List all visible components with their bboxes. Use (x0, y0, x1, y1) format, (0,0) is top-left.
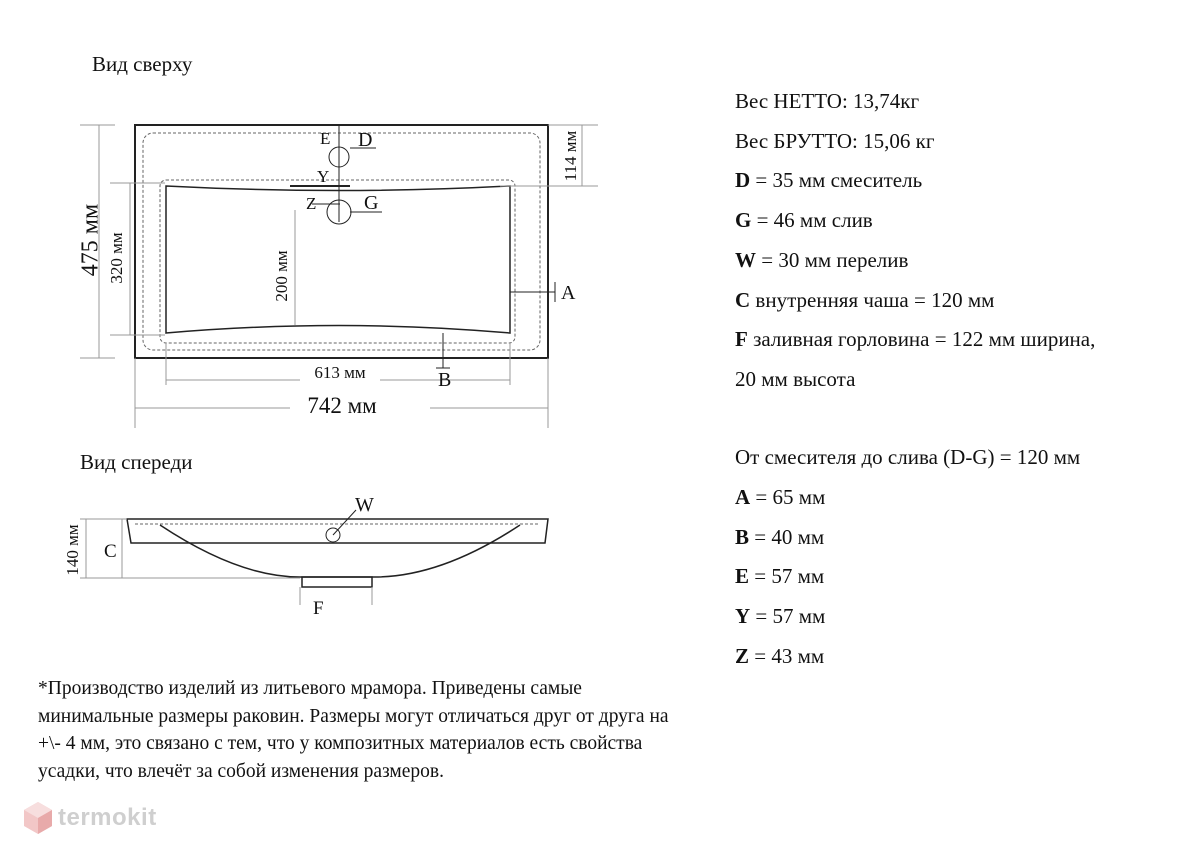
spec-line-net-weight: Вес НЕТТО: 13,74кг (735, 89, 920, 113)
spec-line-z: Z = 43 мм (735, 644, 825, 668)
front-view-drawing (80, 509, 549, 605)
top-view-drawing (80, 124, 598, 428)
label-d: D (358, 129, 372, 151)
cube-icon (24, 802, 52, 834)
front-rim (126, 518, 549, 544)
spec-line-gross-weight: Вес БРУТТО: 15,06 кг (735, 129, 935, 153)
label-g: G (364, 192, 378, 214)
dim-742-label: 742 мм (307, 393, 377, 418)
overflow-hole (325, 527, 341, 543)
spec-line-w: W = 30 мм перелив (735, 248, 909, 272)
spec-line-a: A = 65 мм (735, 485, 826, 509)
spec-line-y: Y = 57 мм (735, 604, 826, 628)
sink-outline (134, 124, 549, 359)
dim-140-label: 140 мм (63, 524, 82, 576)
spec-line-g: G = 46 мм слив (735, 208, 873, 232)
label-a: A (561, 282, 576, 304)
dim-613-label: 613 мм (314, 363, 366, 382)
label-w: W (355, 494, 374, 516)
rim-dashed-outline (142, 132, 541, 351)
drain-neck (301, 576, 373, 588)
dim-320-label: 320 мм (107, 232, 126, 284)
top-view-labels: 475 мм 320 мм 114 мм 200 мм 613 мм 742 м… (78, 129, 580, 418)
technical-drawing: 475 мм 320 мм 114 мм 200 мм 613 мм 742 м… (63, 124, 598, 619)
spec-line-e: E = 57 мм (735, 564, 825, 588)
spec-line-dg: От смесителя до слива (D-G) = 120 мм (735, 445, 1081, 469)
front-view-labels: W C F 140 мм (63, 494, 374, 619)
dim-475-label: 475 мм (78, 204, 104, 276)
label-f: F (313, 598, 324, 619)
label-y: Y (317, 167, 329, 186)
top-view-heading: Вид сверху (92, 52, 193, 76)
dim-200-label: 200 мм (272, 250, 291, 302)
dim-114-label: 114 мм (561, 130, 580, 181)
bowl-outline (165, 185, 511, 334)
label-e: E (320, 129, 330, 148)
spec-line-f-height: 20 мм высота (735, 367, 856, 391)
spec-line-b: B = 40 мм (735, 525, 825, 549)
front-view-heading: Вид спереди (80, 450, 193, 474)
label-c: C (104, 541, 117, 562)
logo-text: termokit (58, 804, 157, 831)
footnote: *Производство изделий из литьевого мрамо… (38, 678, 669, 782)
termokit-logo: termokit (22, 800, 192, 840)
label-z: Z (306, 194, 316, 213)
spec-line-d: D = 35 мм смеситель (735, 168, 923, 192)
label-b: B (438, 369, 451, 391)
spec-line-f: F заливная горловина = 122 мм ширина, (735, 327, 1096, 351)
spec-line-c: C внутренняя чаша = 120 мм (735, 288, 995, 312)
bowl-dashed-outline (159, 179, 516, 344)
